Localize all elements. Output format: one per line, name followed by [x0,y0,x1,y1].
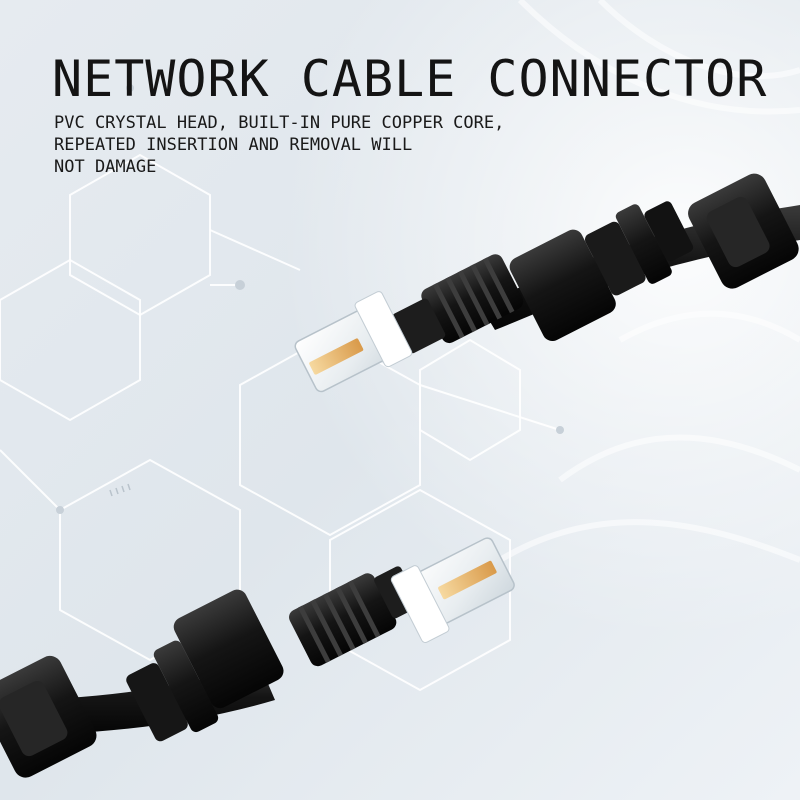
silk-swirls [498,0,800,563]
dash-marks [109,483,131,497]
description: PVC CRYSTAL HEAD, BUILT-IN PURE COPPER C… [54,112,504,178]
description-line: PVC CRYSTAL HEAD, BUILT-IN PURE COPPER C… [54,113,505,133]
network-nodes [56,84,564,514]
description-line: NOT DAMAGE [54,157,157,177]
rj45-connector-lower [0,537,515,778]
rj45-connector-upper [294,173,800,393]
headline: NETWORK CABLE CONNECTOR [52,50,768,108]
description-line: REPEATED INSERTION AND REMOVAL WILL [54,135,413,155]
